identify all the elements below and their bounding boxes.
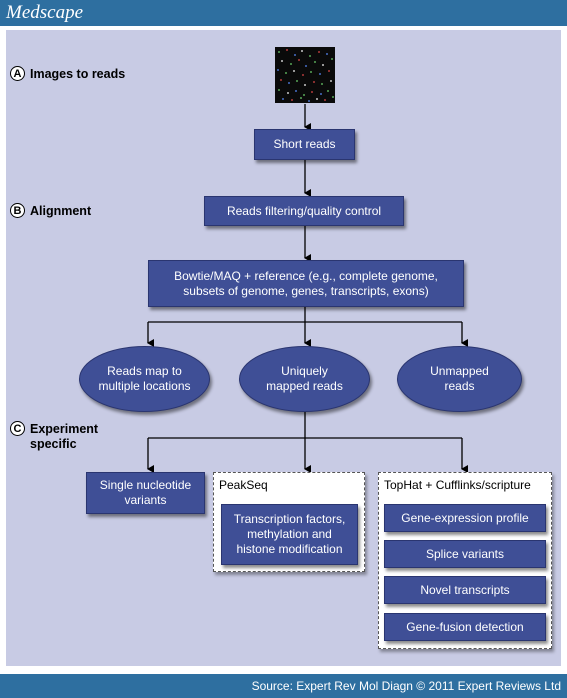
unmapped-line-1: Unmapped — [430, 364, 489, 378]
peakseq-title: PeakSeq — [219, 478, 268, 492]
short-reads-box: Short reads — [254, 129, 355, 160]
footer-bar: Source: Expert Rev Mol Diagn © 2011 Expe… — [0, 674, 567, 698]
novel-transcripts-box: Novel transcripts — [384, 576, 546, 604]
multi-locations-oval: Reads map to multiple locations — [79, 346, 210, 412]
bowtie-line-2: subsets of genome, genes, transcripts, e… — [183, 283, 429, 298]
unmapped-oval: Unmapped reads — [397, 346, 522, 412]
unmapped-line-2: reads — [444, 379, 475, 393]
snv-line-1: Single nucleotide — [99, 478, 192, 492]
bowtie-box: Bowtie/MAQ + reference (e.g., complete g… — [148, 260, 464, 307]
multi-line-1: Reads map to — [107, 364, 182, 378]
splice-variants-box: Splice variants — [384, 540, 546, 568]
sequencing-image — [275, 47, 335, 103]
step-c-label: Experiment — [30, 421, 99, 436]
gene-expression-box: Gene-expression profile — [384, 504, 546, 532]
step-c-label-line2: specific — [30, 437, 77, 451]
tophat-title: TopHat + Cufflinks/scripture — [384, 478, 531, 492]
step-a: A Images to reads — [10, 66, 125, 81]
medscape-logo: Medscape — [6, 2, 84, 23]
peakseq-line-1: Transcription factors, — [233, 512, 346, 526]
source-credit: Source: Expert Rev Mol Diagn © 2011 Expe… — [251, 679, 561, 693]
filtering-box: Reads filtering/quality control — [204, 196, 404, 226]
step-c: C Experiment — [10, 421, 98, 436]
unique-line-1: Uniquely — [281, 364, 328, 378]
step-a-marker: A — [10, 66, 25, 81]
peakseq-targets-box: Transcription factors, methylation and h… — [221, 504, 358, 565]
bowtie-line-1: Bowtie/MAQ + reference (e.g., complete g… — [174, 268, 438, 283]
step-b: B Alignment — [10, 203, 91, 218]
step-a-label: Images to reads — [30, 66, 126, 81]
snv-box: Single nucleotide variants — [86, 472, 205, 514]
header-bar: Medscape — [0, 0, 567, 26]
uniquely-mapped-oval: Uniquely mapped reads — [239, 346, 370, 412]
peakseq-line-2: methylation and — [247, 527, 332, 541]
read-dots — [277, 49, 334, 102]
multi-line-2: multiple locations — [98, 379, 191, 393]
unique-line-2: mapped reads — [266, 379, 343, 393]
step-b-marker: B — [10, 203, 25, 218]
step-c-marker: C — [10, 421, 25, 436]
step-b-label: Alignment — [30, 203, 92, 218]
snv-line-2: variants — [124, 493, 167, 507]
peakseq-line-3: histone modification — [236, 542, 343, 556]
gene-fusion-box: Gene-fusion detection — [384, 613, 546, 641]
